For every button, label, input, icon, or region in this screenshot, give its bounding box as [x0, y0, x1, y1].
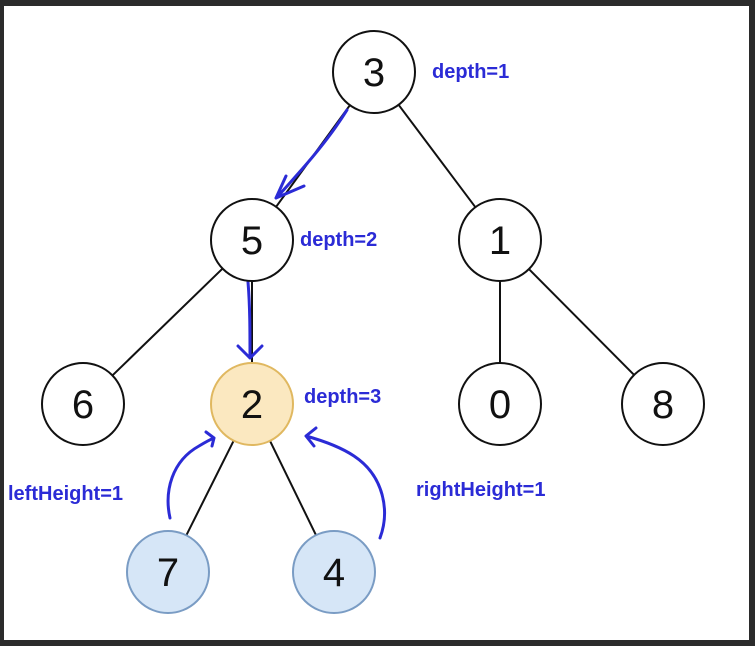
node-label: 4 — [323, 551, 345, 595]
left-height-label: leftHeight=1 — [8, 483, 123, 505]
edge-n1-n8 — [528, 268, 635, 376]
node-circle — [41, 362, 125, 446]
node-label: 6 — [72, 383, 94, 427]
tree-node-8: 8 — [621, 362, 705, 446]
node-label: 2 — [241, 383, 263, 427]
node-circle — [332, 30, 416, 114]
edge-n5-n6 — [111, 267, 224, 377]
arrow-7-to-2 — [166, 430, 216, 520]
depth-label-level3: depth=3 — [304, 386, 381, 408]
node-label: 8 — [652, 383, 674, 427]
node-circle — [621, 362, 705, 446]
arrow-4-to-2 — [304, 426, 386, 540]
tree-node-6: 6 — [41, 362, 125, 446]
traversal-arrows — [166, 108, 386, 540]
tree-node-4: 4 — [292, 530, 376, 614]
edge-n2-n7 — [185, 440, 235, 536]
node-circle — [292, 530, 376, 614]
node-label: 1 — [489, 219, 511, 263]
tree-node-3: 3 — [332, 30, 416, 114]
binary-tree-diagram: 3 5 1 6 2 0 8 7 4 depth=1 depth=2 depth=3 leftHe… — [8, 30, 705, 614]
tree-node-5: 5 — [210, 198, 294, 282]
node-circle — [458, 362, 542, 446]
edge-n2-n4 — [269, 440, 317, 536]
node-circle — [210, 198, 294, 282]
depth-label-level2: depth=2 — [300, 229, 377, 251]
tree-node-2: 2 — [210, 362, 294, 446]
node-circle — [126, 530, 210, 614]
node-label: 0 — [489, 383, 511, 427]
arrow-5-to-2 — [236, 280, 264, 360]
node-circle — [458, 198, 542, 282]
tree-node-0: 0 — [458, 362, 542, 446]
tree-node-7: 7 — [126, 530, 210, 614]
annotations: depth=1 depth=2 depth=3 leftHeight=1 rig… — [8, 61, 545, 505]
edge-n3-n1 — [397, 104, 477, 208]
node-label: 7 — [157, 551, 179, 595]
edges-layer — [111, 104, 635, 536]
node-circle — [210, 362, 294, 446]
nodes-layer: 3 5 1 6 2 0 8 7 4 — [41, 30, 705, 614]
depth-label-root: depth=1 — [432, 61, 509, 83]
diagram-canvas: 3 5 1 6 2 0 8 7 4 depth=1 depth=2 depth=3 leftHe… — [4, 6, 749, 640]
node-label: 5 — [241, 219, 263, 263]
arrow-root-to-5 — [274, 108, 349, 200]
right-height-label: rightHeight=1 — [416, 479, 545, 501]
node-label: 3 — [363, 51, 385, 95]
tree-node-1: 1 — [458, 198, 542, 282]
